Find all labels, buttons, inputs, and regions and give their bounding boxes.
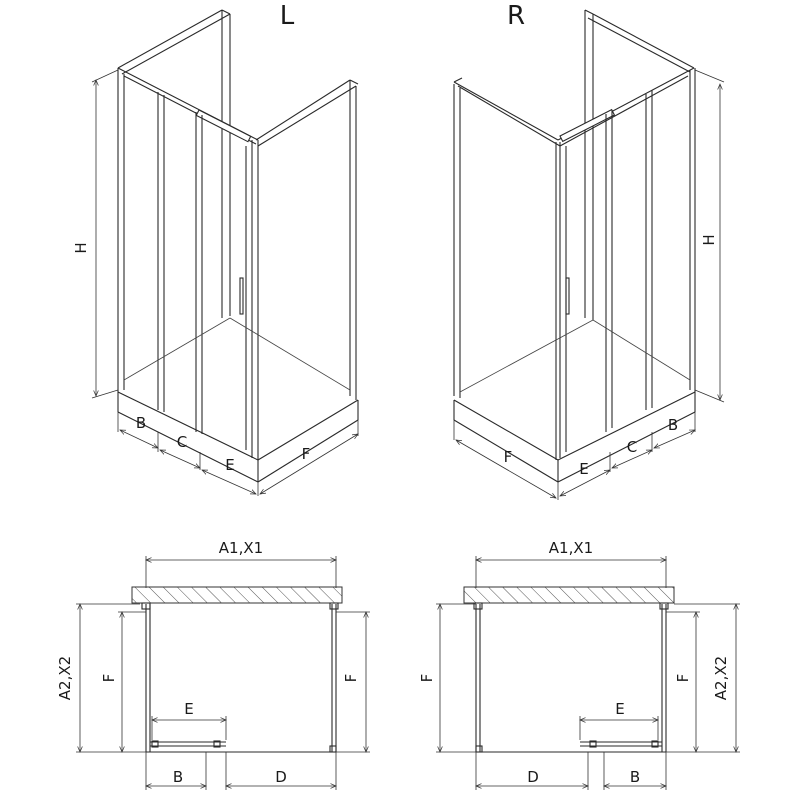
left-h-label: H: [72, 242, 90, 253]
left-rear-post: [221, 9, 231, 318]
right-shower-tray: [453, 392, 696, 483]
right-sliding-panels: [555, 90, 653, 460]
right-height-dimension: H: [694, 69, 725, 403]
left-side-panel: [349, 80, 357, 400]
left-a1x1-label: A1,X1: [219, 539, 263, 557]
right-plan-f2-label: F: [674, 674, 692, 683]
right-b-label: B: [668, 416, 678, 434]
left-height-dimension: H: [72, 69, 119, 399]
right-front-post: [689, 68, 696, 392]
right-rear-post: [584, 9, 594, 320]
right-isometric-view: R: [453, 1, 725, 500]
left-b-label: B: [136, 414, 146, 432]
right-a1x1-label: A1,X1: [549, 539, 593, 557]
right-plan-e-label: E: [615, 700, 624, 718]
right-e-label: E: [579, 460, 588, 478]
right-plan-f-label: F: [418, 674, 436, 683]
right-c-label: C: [627, 438, 637, 456]
left-a2x2-label: A2,X2: [56, 656, 74, 700]
right-bottom-dimensions: F E C B: [453, 412, 695, 500]
left-floor: [117, 317, 359, 461]
variant-l-label: L: [280, 1, 295, 31]
right-h-label: H: [700, 234, 718, 245]
left-isometric-view: L: [72, 1, 358, 496]
right-top-frame: [453, 13, 695, 147]
right-plan-b-label: B: [630, 768, 640, 786]
left-f-label: F: [302, 445, 311, 463]
left-plan-b-label: B: [173, 768, 183, 786]
left-plan-d-label: D: [275, 768, 287, 786]
right-a2x2-label: A2,X2: [712, 656, 730, 700]
variant-r-label: R: [507, 1, 525, 31]
left-sliding-panels: [157, 92, 259, 460]
right-f-label: F: [504, 448, 513, 466]
right-plan-d-label: D: [527, 768, 539, 786]
left-top-frame: [117, 9, 359, 147]
left-plan-f2-label: F: [342, 674, 360, 683]
left-shower-tray: [117, 392, 359, 483]
left-plan-e-label: E: [184, 700, 193, 718]
right-side-panel: [453, 84, 461, 398]
left-e-label: E: [225, 456, 234, 474]
right-floor: [453, 319, 696, 461]
right-wall-hatch: [463, 586, 675, 604]
left-plan-view: A1,X1 A2,X2 F F E: [56, 539, 370, 790]
right-plan-view: A1,X1 F F A2,X2 E: [418, 539, 740, 790]
left-plan-f-label: F: [100, 674, 118, 683]
left-c-label: C: [177, 433, 187, 451]
left-wall-hatch: [131, 586, 343, 604]
left-bottom-dimensions: B C E F: [117, 412, 358, 496]
left-front-post: [117, 68, 125, 392]
